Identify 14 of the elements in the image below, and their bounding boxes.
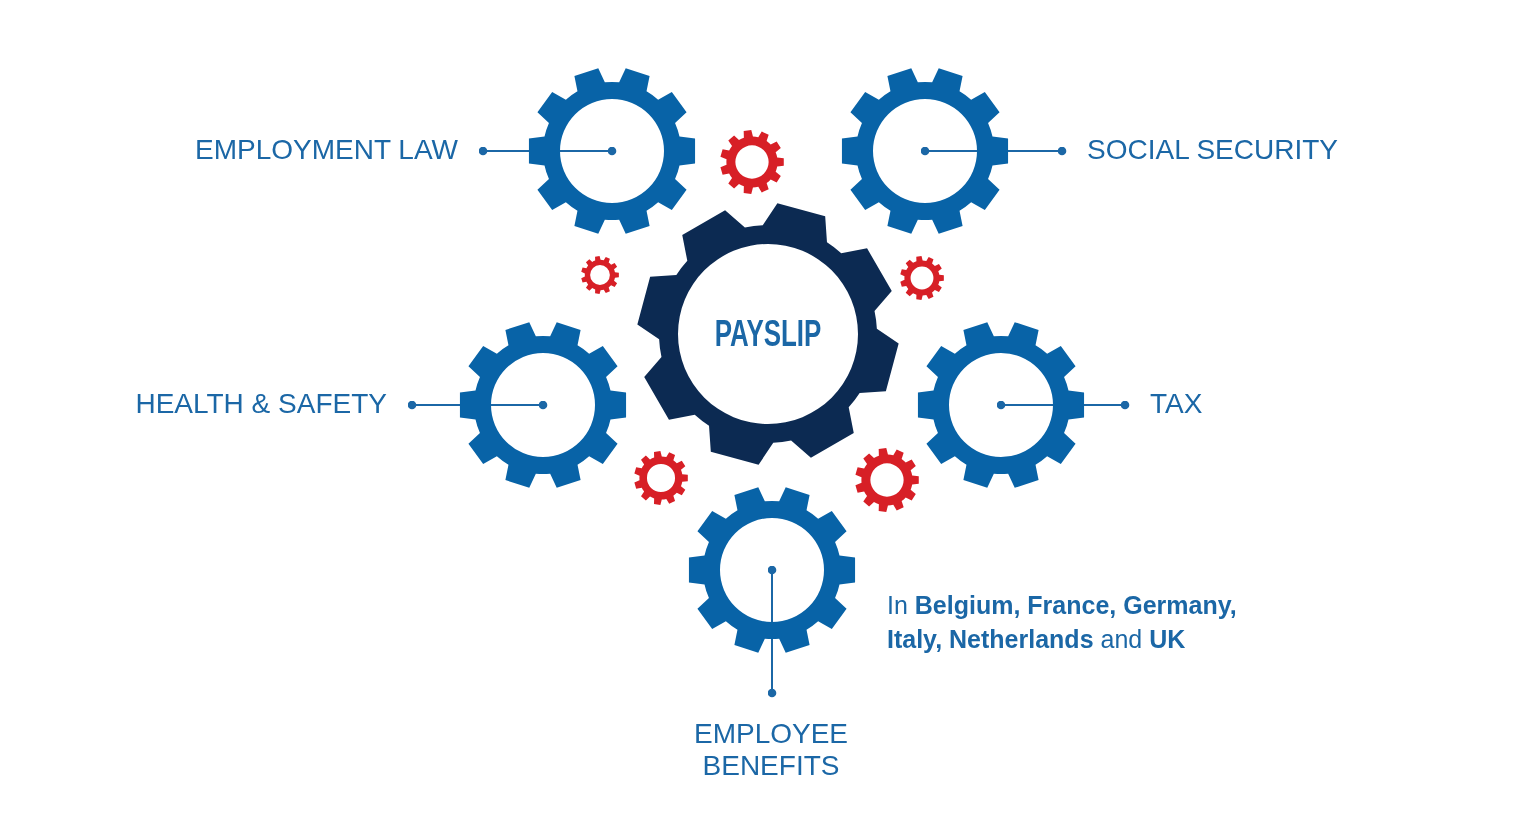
leader-line [767, 565, 777, 698]
gear [688, 486, 856, 654]
gear-label: PAYSLIP [714, 315, 822, 353]
gear [917, 321, 1085, 489]
gear [637, 203, 899, 465]
gear [528, 67, 696, 235]
topic-label: HEALTH & SAFETY [135, 388, 387, 420]
topic-label: SOCIAL SECURITY [1087, 134, 1338, 166]
gear [459, 321, 627, 489]
note-text: In Belgium, France, Germany, Italy, Netherlands and UK [887, 590, 1238, 655]
topic-label: TAX [1150, 388, 1203, 420]
gear [841, 67, 1009, 235]
topic-label: EMPLOYEE BENEFITS [681, 718, 861, 782]
topic-label: EMPLOYMENT LAW [195, 134, 458, 166]
